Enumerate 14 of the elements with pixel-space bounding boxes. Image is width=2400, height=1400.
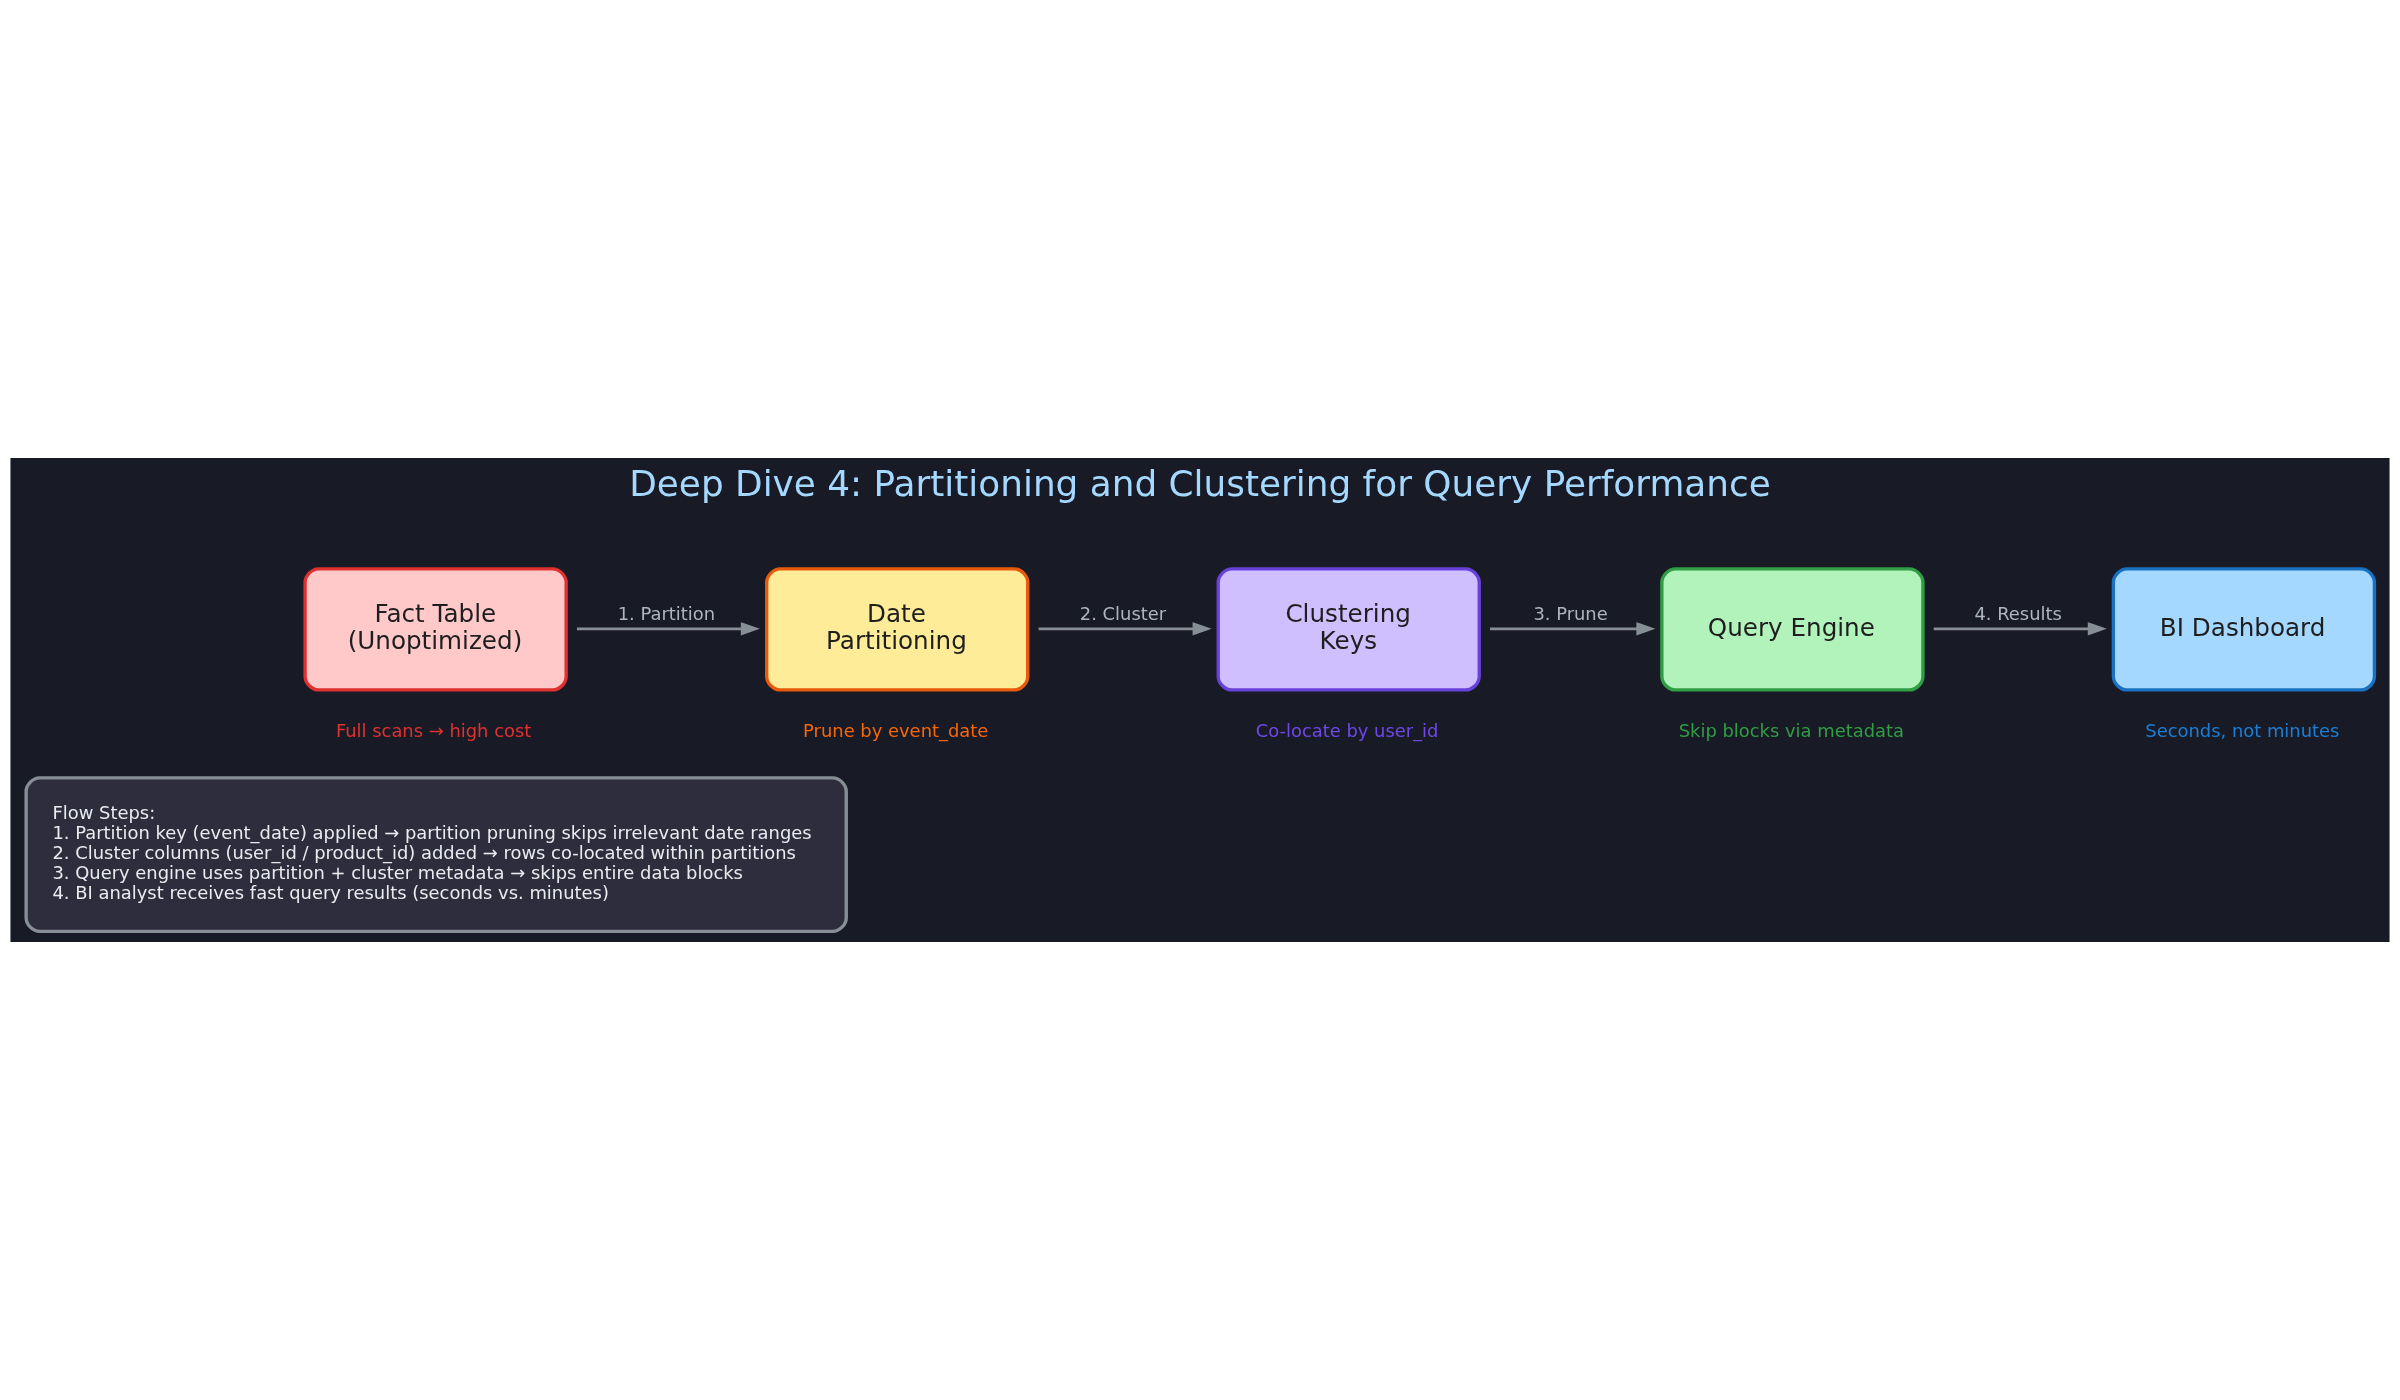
node-label: Seconds, not minutes — [2145, 720, 2340, 742]
node-label: Full scans → high cost — [335, 720, 532, 742]
arrow — [1933, 622, 2107, 636]
arrow — [576, 622, 760, 636]
node-label: Co-locate by user_id — [1255, 720, 1439, 742]
node-label: Skip blocks via metadata — [1678, 720, 1905, 742]
edge-label: 2. Cluster — [1079, 602, 1167, 624]
edge-label: 3. Prune — [1533, 602, 1608, 624]
edge-label: 4. Results — [1974, 602, 2062, 624]
diagram-title: Deep Dive 4: Partitioning and Clustering for Query Performance — [629, 462, 1771, 504]
edge-label: 1. Partition — [617, 602, 716, 624]
arrow — [1490, 622, 1656, 636]
arrow — [1038, 622, 1212, 636]
node-label: Prune by event_date — [803, 720, 989, 742]
